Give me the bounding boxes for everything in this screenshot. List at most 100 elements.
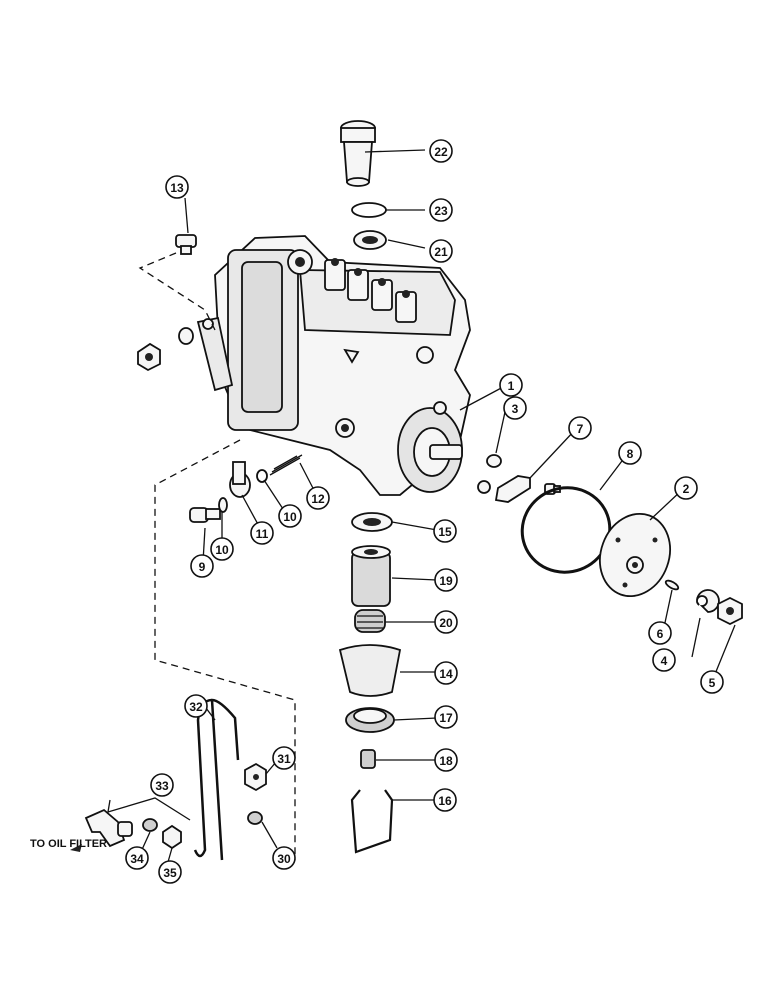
callout-number: 23 <box>434 204 448 218</box>
washer-21-hole <box>362 236 378 244</box>
bolt-13 <box>175 234 197 255</box>
callout-6: 6 <box>648 621 672 645</box>
callout-4: 4 <box>652 648 676 672</box>
to-oil-filter-label: TO OIL FILTER <box>30 838 107 850</box>
spring-12 <box>269 454 303 476</box>
oil-tube-32 <box>193 698 240 861</box>
callout-9: 9 <box>190 554 214 578</box>
callout-23: 23 <box>429 198 453 222</box>
callout-20: 20 <box>434 610 458 634</box>
sleeve-34 <box>142 818 158 832</box>
callout-number: 10 <box>215 543 229 557</box>
washer-10b <box>256 469 268 483</box>
callout-33: 33 <box>150 773 174 797</box>
callout-number: 22 <box>434 145 448 159</box>
washer-10a <box>218 497 228 513</box>
callout-number: 5 <box>709 676 716 690</box>
callout-31: 31 <box>272 746 296 770</box>
callout-number: 19 <box>439 574 453 588</box>
callout-number: 17 <box>439 711 453 725</box>
callout-1: 1 <box>499 373 523 397</box>
callout-13: 13 <box>165 175 189 199</box>
callout-number: 34 <box>130 852 144 866</box>
callout-group: 1234567891010111213141516171819202122233… <box>125 139 724 884</box>
spring-20 <box>354 609 386 633</box>
callout-15: 15 <box>433 519 457 543</box>
callout-number: 9 <box>199 560 206 574</box>
callout-number: 31 <box>277 752 291 766</box>
filter-element-19 <box>351 545 391 607</box>
callout-10: 10 <box>278 504 302 528</box>
callout-number: 21 <box>434 245 448 259</box>
banjo-bolt-9 <box>189 507 221 523</box>
filter-plug-22 <box>340 120 376 187</box>
callout-number: 14 <box>439 667 453 681</box>
callout-number: 30 <box>277 852 291 866</box>
dashed-oil-route <box>154 439 296 860</box>
callout-number: 16 <box>438 794 452 808</box>
callout-5: 5 <box>700 670 724 694</box>
callout-number: 20 <box>439 616 453 630</box>
callout-10: 10 <box>210 537 234 561</box>
callout-12: 12 <box>306 486 330 510</box>
injection-pump-body <box>196 235 471 496</box>
callout-32: 32 <box>184 694 208 718</box>
key-6 <box>664 579 680 591</box>
callout-number: 33 <box>155 779 169 793</box>
plate-7 <box>494 475 531 503</box>
callout-3: 3 <box>503 396 527 420</box>
banjo-fitting-11 <box>229 461 251 498</box>
callout-number: 11 <box>256 527 269 541</box>
callout-22: 22 <box>429 139 453 163</box>
callout-number: 1 <box>508 379 515 393</box>
bushing-3b <box>477 480 491 494</box>
cover-2 <box>599 512 671 598</box>
callout-number: 35 <box>163 866 177 880</box>
bail-16 <box>350 789 394 854</box>
sleeve-30 <box>247 811 263 825</box>
callout-number: 18 <box>439 754 453 768</box>
filter-bowl-14 <box>338 644 402 697</box>
callout-16: 16 <box>433 788 457 812</box>
bushing-3 <box>486 454 502 468</box>
callout-11: 11 <box>250 521 274 545</box>
seal-23 <box>351 202 387 218</box>
dashed-guide-13 <box>138 252 216 331</box>
banjo-bolt-left <box>137 342 161 372</box>
washer-left <box>178 327 194 345</box>
arrow-to-oil-filter <box>70 844 82 852</box>
callout-17: 17 <box>434 705 458 729</box>
callout-number: 8 <box>627 447 634 461</box>
callout-34: 34 <box>125 846 149 870</box>
callout-35: 35 <box>158 860 182 884</box>
callout-number: 2 <box>683 482 690 496</box>
callout-21: 21 <box>429 239 453 263</box>
lockwasher-4 <box>696 589 720 613</box>
callout-30: 30 <box>272 846 296 870</box>
callout-number: 4 <box>661 654 668 668</box>
callout-14: 14 <box>434 661 458 685</box>
callout-number: 12 <box>311 492 325 506</box>
oring-8 <box>520 486 612 574</box>
callout-number: 6 <box>657 627 664 641</box>
callout-7: 7 <box>568 416 592 440</box>
callout-number: 32 <box>189 700 203 714</box>
callout-19: 19 <box>434 568 458 592</box>
nut-35 <box>162 824 182 850</box>
callout-2: 2 <box>674 476 698 500</box>
callout-number: 13 <box>170 181 184 195</box>
elbow-fitting-33 <box>84 808 133 848</box>
bracket-33 <box>107 797 191 821</box>
callout-number: 3 <box>512 402 519 416</box>
screw-18 <box>360 749 376 769</box>
callout-number: 10 <box>283 510 297 524</box>
bowl-ring-17 <box>345 707 395 733</box>
callout-18: 18 <box>434 748 458 772</box>
nut-31-hole <box>253 774 259 780</box>
callout-number: 15 <box>438 525 452 539</box>
callout-number: 7 <box>577 422 584 436</box>
nut-5-hole <box>726 607 734 615</box>
washer-15-hole <box>363 518 381 526</box>
